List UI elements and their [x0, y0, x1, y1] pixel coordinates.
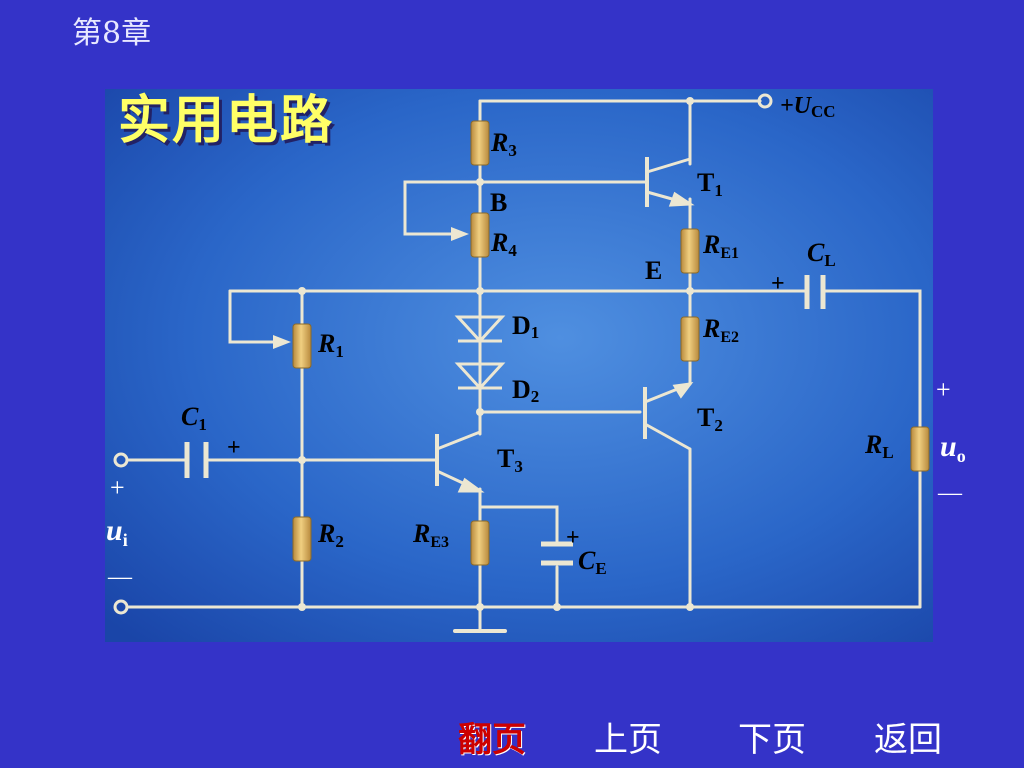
input-minus: —	[107, 564, 133, 590]
output-voltage-label: uo	[940, 430, 966, 466]
label-r1: R1	[317, 329, 344, 361]
output-plus: +	[936, 375, 951, 404]
label-t1: T1	[697, 168, 723, 200]
resistor-r4	[470, 212, 490, 258]
capacitor-c1	[184, 442, 209, 478]
label-cl: CL	[807, 238, 836, 270]
resistor-rl	[910, 426, 930, 472]
label-re1: RE1	[702, 230, 739, 262]
label-re2: RE2	[702, 314, 739, 346]
transistor-t3	[435, 430, 485, 493]
next-page-link[interactable]: 下页	[738, 720, 806, 760]
diode-d2	[454, 362, 506, 391]
label-re3: RE3	[412, 519, 449, 551]
terminals	[113, 93, 773, 615]
capacitor-cl	[804, 275, 826, 309]
page-title: 实用电路	[118, 90, 335, 151]
capacitor-ce	[541, 541, 573, 566]
label-r4: R4	[490, 228, 517, 260]
input-terminal-top	[113, 452, 129, 468]
output-minus: —	[937, 480, 963, 506]
ucc-terminal	[757, 93, 773, 109]
transistors	[435, 157, 695, 493]
label-cl-plus: +	[771, 271, 785, 297]
label-c1: C1	[181, 402, 207, 434]
label-ucc: +UCC	[780, 93, 836, 121]
label-rl: RL	[864, 430, 894, 462]
junction-dots	[298, 97, 694, 611]
label-t2: T2	[697, 403, 723, 435]
input-terminal-bottom	[113, 599, 129, 615]
previous-page-link[interactable]: 上页	[594, 720, 662, 760]
input-plus: +	[110, 473, 125, 502]
resistor-re3	[470, 520, 490, 566]
component-labels: +UCC R3 B R4 T1 RE1 E CL + D1 D2 RE2 R1 …	[181, 93, 894, 578]
input-voltage-label: ui	[106, 514, 128, 550]
label-ce-plus: +	[566, 525, 580, 551]
diode-d1	[454, 315, 506, 344]
label-c1-plus: +	[227, 435, 241, 461]
return-link[interactable]: 返回	[874, 720, 942, 760]
diodes	[454, 315, 506, 391]
circuit-diagram: +UCC R3 B R4 T1 RE1 E CL + D1 D2 RE2 R1 …	[105, 89, 933, 642]
resistor-re2	[680, 316, 700, 362]
label-d1: D1	[512, 311, 539, 342]
capacitors	[184, 275, 826, 566]
label-r3: R3	[490, 128, 517, 160]
label-t3: T3	[497, 444, 523, 476]
transistor-t1	[645, 157, 695, 207]
wiper-arrows	[273, 227, 469, 349]
resistors	[292, 120, 930, 566]
resistor-r1	[292, 323, 312, 369]
label-ce: CE	[578, 546, 607, 578]
resistor-re1	[680, 228, 700, 274]
label-r2: R2	[317, 519, 344, 551]
label-node-e: E	[645, 256, 662, 285]
resistor-r2	[292, 516, 312, 562]
label-d2: D2	[512, 375, 539, 406]
chapter-label: 第8章	[72, 16, 152, 51]
flip-page-button[interactable]: 翻页	[458, 720, 526, 760]
transistor-t2	[643, 382, 694, 451]
label-node-b: B	[490, 188, 507, 217]
resistor-r3	[470, 120, 490, 166]
